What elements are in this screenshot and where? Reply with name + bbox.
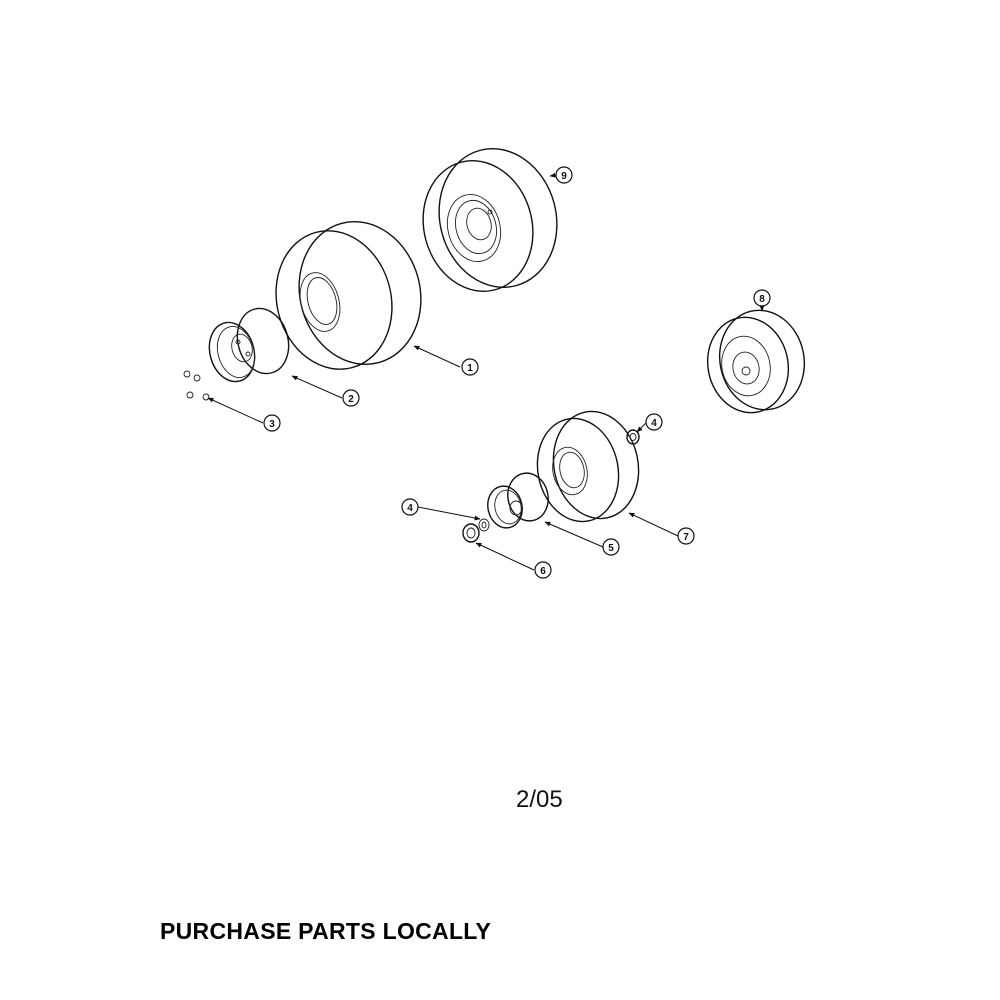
bearing-6	[462, 523, 480, 543]
rear-tire-1	[275, 221, 422, 370]
leader-1	[413, 345, 461, 368]
leader-3	[207, 397, 264, 424]
callout-2: 2	[342, 389, 360, 407]
leader-4-right	[636, 422, 647, 433]
callout-9: 9	[555, 166, 573, 184]
leader-7	[628, 512, 679, 537]
svg-text:5: 5	[608, 543, 614, 554]
svg-text:2: 2	[348, 394, 354, 405]
leader-5	[544, 521, 604, 548]
revision-date: 2/05	[516, 786, 563, 813]
callout-3: 3	[263, 414, 281, 432]
callout-1: 1	[461, 358, 479, 376]
callout-8: 8	[753, 289, 771, 307]
svg-text:4: 4	[651, 418, 657, 429]
tire-assembly-8	[706, 309, 806, 414]
rear-rim-2	[208, 307, 290, 383]
lug-nuts-3	[183, 370, 210, 401]
svg-text:8: 8	[759, 294, 765, 305]
svg-text:3: 3	[269, 419, 275, 430]
front-rim-5	[487, 472, 549, 529]
svg-text:4: 4	[407, 503, 413, 514]
callout-6: 6	[534, 561, 552, 579]
bearing-4-right	[626, 429, 640, 445]
purchase-parts-notice: PURCHASE PARTS LOCALLY	[160, 918, 492, 944]
leader-4-left	[417, 506, 481, 521]
tire-assembly-9	[422, 148, 558, 292]
bearing-4-left	[478, 518, 490, 532]
leader-6	[475, 542, 535, 571]
callout-7: 7	[677, 527, 695, 545]
callout-5: 5	[602, 538, 620, 556]
callout-4-left: 4	[401, 498, 419, 516]
callout-4-right: 4	[645, 413, 663, 431]
svg-text:7: 7	[683, 532, 689, 543]
svg-text:9: 9	[561, 171, 567, 182]
leader-2	[291, 375, 343, 399]
svg-text:1: 1	[467, 363, 473, 374]
svg-text:6: 6	[540, 566, 546, 577]
